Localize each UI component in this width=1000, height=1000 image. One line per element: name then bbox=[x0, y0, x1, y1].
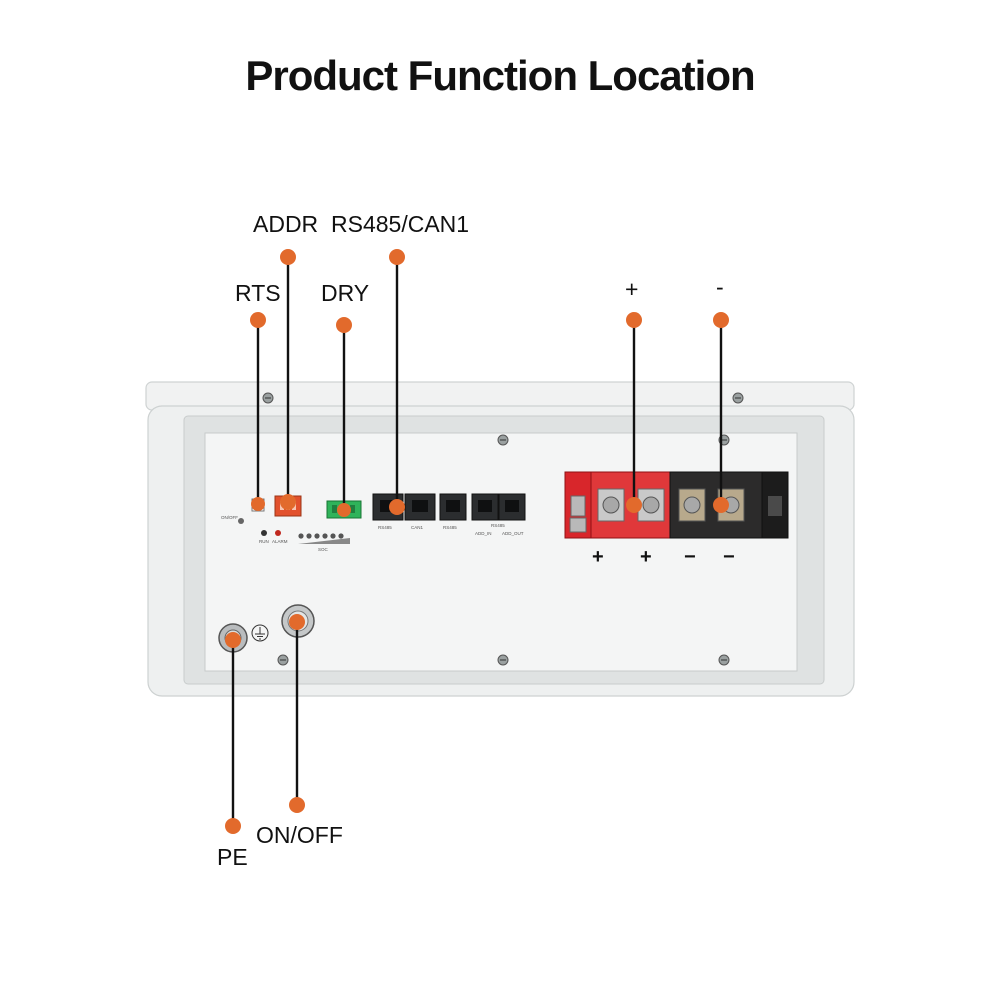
terminal-polarity-mark: + bbox=[592, 546, 604, 568]
screw-icon bbox=[497, 654, 509, 666]
addr-target-dot bbox=[280, 494, 296, 510]
minus-callout-dot bbox=[713, 312, 729, 328]
callout-leader-lines bbox=[231, 257, 723, 826]
add-in-label: ADD_IN bbox=[475, 531, 492, 536]
run-label: RUN bbox=[259, 539, 269, 544]
rts-callout-dot bbox=[250, 312, 266, 328]
terminal-polarity-mark: − bbox=[684, 546, 696, 568]
add-out-label: ADD_OUT bbox=[502, 531, 524, 536]
rs485-can1-target-dot bbox=[389, 499, 405, 515]
screw-icon bbox=[718, 654, 730, 666]
terminal-slot bbox=[332, 505, 337, 513]
screw-icon bbox=[732, 392, 744, 404]
rs485-can1-callout-dot bbox=[389, 249, 405, 265]
pe-callout-label: PE bbox=[217, 844, 248, 870]
plus-callout-label: + bbox=[625, 276, 639, 302]
rs485-port-b-label: RS485 bbox=[443, 525, 457, 530]
rs485-can1-callout-label: RS485/CAN1 bbox=[331, 211, 470, 237]
terminal-polarity-mark: − bbox=[723, 546, 735, 568]
screw-icon bbox=[497, 434, 509, 446]
soc-label: SOC bbox=[318, 547, 329, 552]
addr-callout-label: ADDR bbox=[253, 211, 319, 237]
pe-callout-dot bbox=[225, 818, 241, 834]
rts-callout-label: RTS bbox=[235, 280, 281, 306]
dry-callout-label: DRY bbox=[321, 280, 370, 306]
minus-callout-label: - bbox=[716, 274, 724, 300]
alarm-led bbox=[275, 530, 281, 536]
minus-target-dot bbox=[713, 497, 729, 513]
on-off-indicator bbox=[238, 518, 244, 524]
page-title: Product Function Location bbox=[245, 52, 755, 99]
rs485-port-label: RS485 bbox=[378, 525, 392, 530]
negative-terminal-block[interactable] bbox=[669, 471, 789, 539]
on-off-target-dot bbox=[289, 614, 305, 630]
dry-target-dot bbox=[337, 503, 351, 517]
ground-icon bbox=[251, 624, 269, 642]
terminal-polarity-mark: + bbox=[640, 546, 652, 568]
screw-icon bbox=[277, 654, 289, 666]
rs485-group-label: RS485 bbox=[491, 523, 505, 528]
add-in-out-ports[interactable] bbox=[471, 493, 526, 521]
callout-dots bbox=[225, 249, 729, 834]
on-off-small-label: ON/OFF bbox=[221, 515, 238, 520]
can1-port-label: CAN1 bbox=[411, 525, 424, 530]
positive-terminal-block[interactable] bbox=[564, 471, 671, 539]
dry-callout-dot bbox=[336, 317, 352, 333]
rs485-port[interactable] bbox=[439, 493, 467, 521]
pe-target-dot bbox=[225, 632, 241, 648]
on-off-callout-dot bbox=[289, 797, 305, 813]
addr-callout-dot bbox=[280, 249, 296, 265]
plus-target-dot bbox=[626, 497, 642, 513]
on-off-callout-label: ON/OFF bbox=[256, 822, 343, 848]
terminal-slot bbox=[350, 505, 355, 513]
soc-led-bar bbox=[298, 533, 350, 544]
screw-icon bbox=[262, 392, 274, 404]
run-led bbox=[261, 530, 267, 536]
rts-target-dot bbox=[251, 497, 265, 511]
alarm-label: ALARM bbox=[272, 539, 288, 544]
plus-callout-dot bbox=[626, 312, 642, 328]
